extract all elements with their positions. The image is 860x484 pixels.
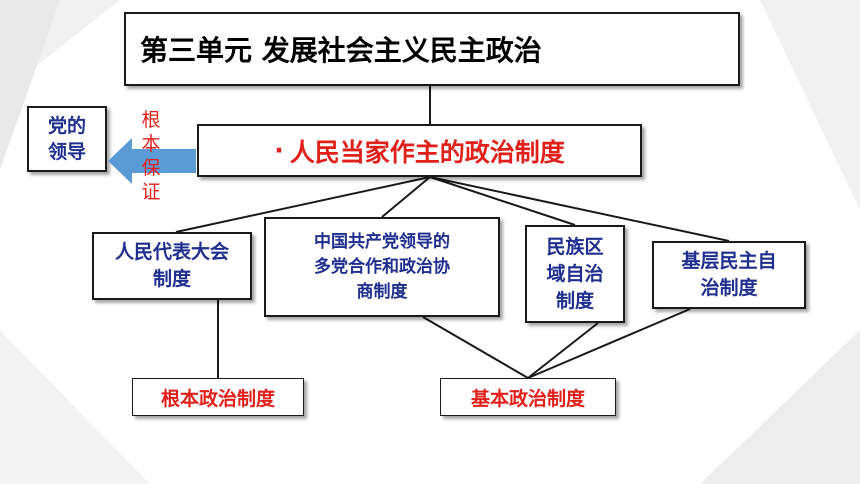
unit-title-text: 第三单元 发展社会主义民主政治 <box>140 34 542 67</box>
grassroots-line1: 基层民主自 <box>681 250 777 272</box>
connector-central-cppcc <box>381 176 431 218</box>
multiparty-cooperation-box: 中国共产党领导的 多党合作和政治协 商制度 <box>264 217 500 317</box>
basic-political-system-box: 基本政治制度 <box>440 378 616 416</box>
npc-line1: 人民代表大会 <box>114 241 229 263</box>
connector-central-npc <box>175 176 431 233</box>
ethnic-autonomy-box: 民族区 域自治 制度 <box>525 225 625 323</box>
fundamental-political-system-text: 根本政治制度 <box>160 387 275 410</box>
connector-central-ethnic <box>429 176 576 226</box>
cppcc-line3: 商制度 <box>356 281 408 302</box>
connector-ethnic-basic <box>527 322 599 379</box>
grassroots-line2: 治制度 <box>700 277 758 299</box>
connector-grassroots-basic <box>527 308 691 379</box>
cppcc-line1: 中国共产党领导的 <box>314 231 450 252</box>
party-leadership-line1: 党的 <box>47 115 86 137</box>
npc-system-box: 人民代表大会 制度 <box>92 232 252 300</box>
central-system-text: 人民当家作主的政治制度 <box>289 137 565 167</box>
fundamental-political-system-box: 根本政治制度 <box>132 378 304 416</box>
connector-central-grassroots <box>429 176 730 242</box>
connector-cppcc-basic <box>422 316 529 379</box>
unit-title: 第三单元 发展社会主义民主政治 <box>124 12 740 86</box>
label-char: 本 <box>141 133 161 155</box>
bullet-icon: · <box>274 136 284 165</box>
ethnic-line1: 民族区 <box>546 235 604 258</box>
label-char: 保 <box>141 157 161 179</box>
label-char: 证 <box>141 181 161 203</box>
fundamental-guarantee-label: 根 本 保 证 <box>138 108 164 204</box>
cppcc-line2: 多党合作和政治协 <box>314 256 450 277</box>
central-system-box: · 人民当家作主的政治制度 <box>197 124 642 177</box>
party-leadership-box: 党的 领导 <box>27 106 107 172</box>
left-arrow-icon <box>108 138 196 184</box>
basic-political-system-text: 基本政治制度 <box>470 387 585 410</box>
label-char: 根 <box>141 109 161 131</box>
grassroots-democracy-box: 基层民主自 治制度 <box>652 241 806 309</box>
party-leadership-line2: 领导 <box>47 141 86 163</box>
ethnic-line2: 域自治 <box>546 262 604 285</box>
ethnic-line3: 制度 <box>555 289 594 312</box>
npc-line2: 制度 <box>152 268 191 290</box>
